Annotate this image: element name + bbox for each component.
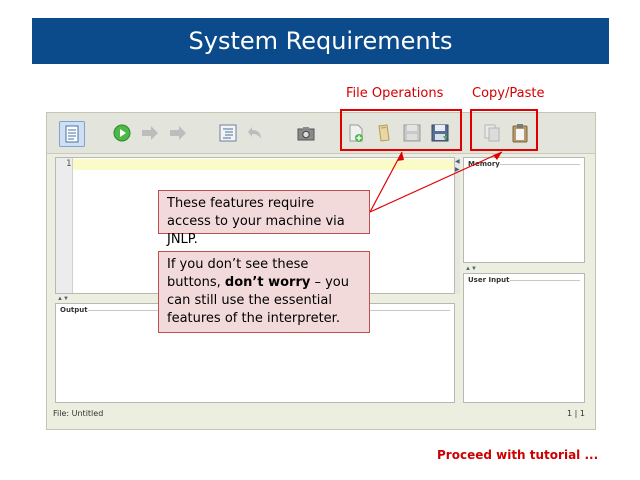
dont-worry-note-bold: don’t worry [224,275,311,290]
toolbar [47,113,595,154]
dont-worry-note-suffix: – you can still use the essential featur… [167,275,349,326]
user-input-divider [510,280,580,281]
memory-label: Memory [468,160,500,168]
output-label: Output [60,306,88,314]
camera-icon[interactable] [295,122,317,144]
new-file-icon[interactable] [345,122,367,144]
dont-worry-note: If you don’t see these buttons, don’t wo… [158,251,370,333]
save-as-icon[interactable] [429,122,451,144]
status-file-name: File: Untitled [53,409,104,418]
copy-paste-highlight [470,109,538,151]
copy-paste-label: Copy/Paste [472,86,545,101]
line-numbers-icon[interactable] [59,121,85,147]
step-forward-icon[interactable] [167,122,189,144]
memory-pane: Memory [463,157,585,263]
format-icon[interactable] [217,122,239,144]
proceed-with-tutorial-link[interactable]: Proceed with tutorial ... [437,448,599,462]
copy-icon[interactable] [481,122,503,144]
editor-divider[interactable]: ◀ ▶ [455,157,460,294]
file-operations-highlight [340,109,462,151]
save-icon[interactable] [401,122,423,144]
jnlp-access-note: These features require access to your ma… [158,190,370,247]
file-operations-label: File Operations [346,86,444,101]
memory-divider [500,164,580,165]
arrowhead-copy-paste [493,152,502,160]
slide-title: System Requirements [188,27,453,55]
jnlp-access-note-text: These features require access to your ma… [167,196,345,247]
collapse-right-icon[interactable]: ▶ [455,167,460,173]
arrow-to-copy-paste [369,151,503,213]
line-number: 1 [66,159,72,169]
user-input-pane[interactable]: User Input [463,273,585,403]
slide-title-banner: System Requirements [32,18,609,64]
current-line-highlight [73,159,454,170]
arrowhead-file-operations [397,152,404,161]
open-file-icon[interactable] [373,122,395,144]
step-icon[interactable] [139,122,161,144]
dont-worry-note-prefix: If you don’t see these buttons, [167,257,309,290]
line-number-gutter: 1 [56,158,73,293]
undo-icon[interactable] [245,122,267,144]
side-split-arrows-icon[interactable]: ▲▼ [465,266,477,272]
run-icon[interactable] [111,122,133,144]
split-arrows-icon[interactable]: ▲▼ [57,296,69,302]
status-cursor-position: 1 | 1 [567,409,585,418]
arrow-to-file-operations [369,151,403,213]
paste-icon[interactable] [509,122,531,144]
collapse-left-icon[interactable]: ◀ [455,159,460,165]
user-input-label: User Input [468,276,510,284]
